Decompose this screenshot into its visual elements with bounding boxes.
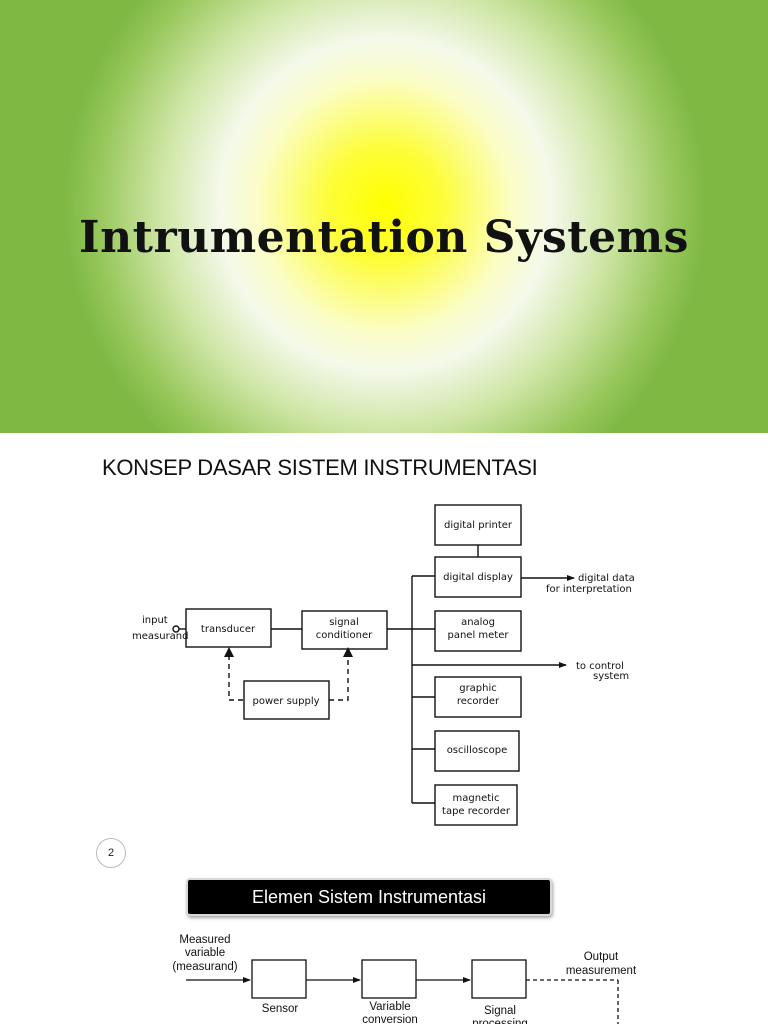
slide-heading: KONSEP DASAR SISTEM INSTRUMENTASI <box>102 455 538 480</box>
concept-slide: KONSEP DASAR SISTEM INSTRUMENTASI <box>0 433 768 868</box>
recorder-label: recorder <box>457 696 500 707</box>
magnetic-label: magnetic <box>453 793 500 804</box>
signal-processing-label-1: Signal <box>484 1005 516 1017</box>
oscilloscope-box <box>434 730 520 772</box>
sensor-box <box>251 959 307 999</box>
measured-label: Measured <box>179 934 230 946</box>
graphic-recorder-box <box>434 676 522 718</box>
slide-banner: Elemen Sistem Instrumentasi <box>186 878 552 916</box>
variable-conversion-box <box>361 959 417 999</box>
signal-label: signal <box>329 617 359 628</box>
transducer-box <box>185 608 272 648</box>
variable-label: variable <box>185 947 225 959</box>
power-supply-label: power supply <box>252 696 319 707</box>
sensor-label: Sensor <box>262 1003 299 1015</box>
tape-recorder-label: tape recorder <box>442 806 511 817</box>
elements-block-diagram: Measured variable (measurand) Sensor Var… <box>172 934 637 1024</box>
measurement-label: measurement <box>566 965 637 977</box>
measurand-label: (measurand) <box>172 961 237 973</box>
signal-conditioner-box <box>301 610 388 650</box>
analog-label: analog <box>461 617 495 628</box>
measurand-label: measurand <box>132 631 189 642</box>
transducer-label: transducer <box>201 624 256 635</box>
interpretation-label: for interpretation <box>546 584 632 595</box>
tape-recorder-box <box>434 784 518 826</box>
slide-title: Intrumentation Systems <box>79 212 689 263</box>
system-label: system <box>593 671 629 682</box>
digital-display-label: digital display <box>443 572 513 583</box>
digital-printer-box <box>434 504 522 546</box>
page-number-badge: 2 <box>96 838 126 868</box>
instrumentation-block-diagram: input measurand transducer signal condit… <box>132 504 635 826</box>
oscilloscope-label: oscilloscope <box>447 745 508 756</box>
title-slide: Intrumentation Systems <box>0 0 768 433</box>
elements-slide: Elemen Sistem Instrumentasi Measured var… <box>0 858 768 1024</box>
power-supply-box <box>243 680 330 720</box>
signal-processing-label-2: processing <box>472 1018 528 1024</box>
output-label: Output <box>584 951 619 963</box>
variable-conversion-label-1: Variable <box>369 1001 410 1013</box>
graphic-label: graphic <box>459 683 497 694</box>
panel-meter-label: panel meter <box>447 630 509 641</box>
conditioner-label: conditioner <box>316 630 373 641</box>
digital-display-box <box>434 556 522 598</box>
variable-conversion-label-2: conversion <box>362 1014 418 1024</box>
analog-panel-meter-box <box>434 610 522 652</box>
input-label: input <box>142 615 168 626</box>
signal-processing-box <box>471 959 527 999</box>
to-control-label: to control <box>576 661 624 672</box>
digital-data-label: digital data <box>578 573 635 584</box>
digital-printer-label: digital printer <box>444 520 513 531</box>
